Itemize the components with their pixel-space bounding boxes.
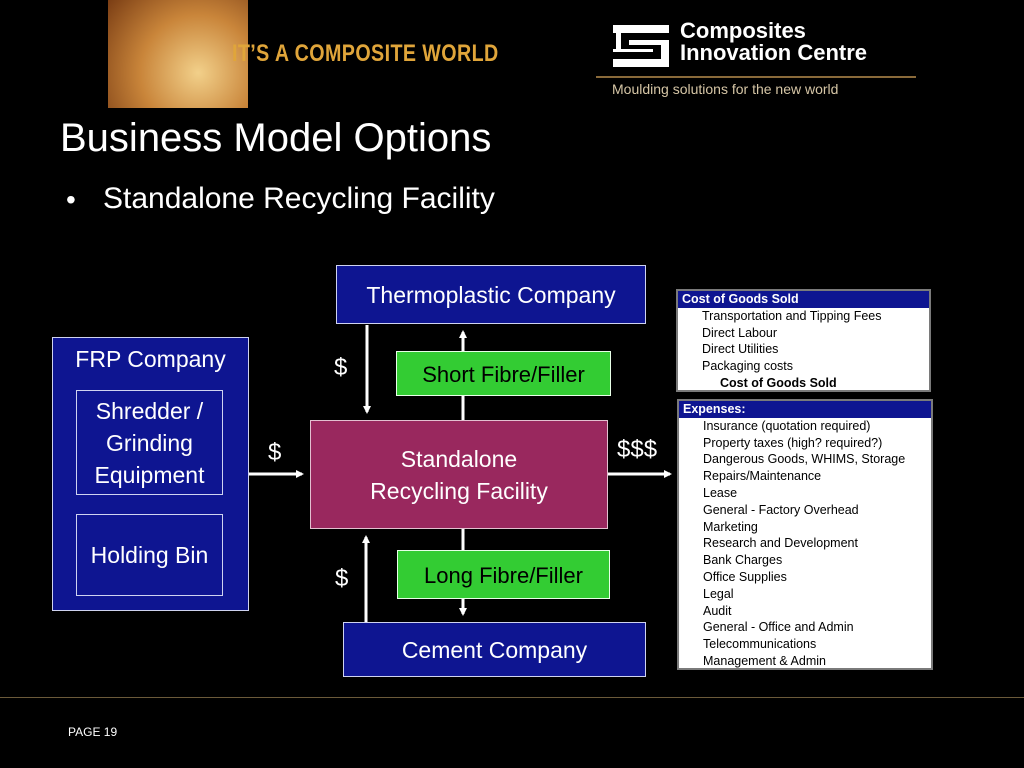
dollar-label-right: $$$ bbox=[617, 436, 658, 463]
expense-item: Telecommunications bbox=[703, 637, 817, 652]
expense-item: General - Office and Admin bbox=[703, 620, 854, 635]
logo-line-1: Composites bbox=[680, 18, 806, 43]
standalone-facility-box: Standalone Recycling Facility bbox=[310, 420, 608, 529]
expense-item: Legal bbox=[703, 586, 734, 601]
cogs-item: Direct Labour bbox=[702, 325, 778, 340]
slide-title: Business Model Options bbox=[60, 116, 492, 160]
header-banner: IT’S A COMPOSITE WORLD Composites Innova… bbox=[0, 0, 1024, 110]
expense-item: Dangerous Goods, WHIMS, Storage bbox=[703, 452, 906, 467]
header-tagline: IT’S A COMPOSITE WORLD bbox=[232, 40, 499, 67]
facility-label-1: Standalone bbox=[400, 445, 518, 472]
logo-line-2: Innovation Centre bbox=[680, 40, 868, 65]
dollar-label-top: $ bbox=[334, 354, 348, 381]
cogs-total: Cost of Goods Sold bbox=[720, 375, 837, 390]
bullet-icon: • bbox=[66, 184, 76, 215]
logo-divider bbox=[596, 76, 916, 78]
expense-item: Research and Development bbox=[703, 536, 858, 551]
holding-bin-box: Holding Bin bbox=[76, 514, 223, 596]
thermoplastic-company-box: Thermoplastic Company bbox=[336, 265, 646, 324]
expense-item: Audit bbox=[703, 603, 732, 618]
cogs-item: Direct Utilities bbox=[702, 342, 779, 357]
expense-item: Lease bbox=[703, 485, 738, 500]
cogs-item: Packaging costs bbox=[702, 359, 794, 374]
expense-item: Property taxes (high? required?) bbox=[703, 435, 883, 450]
expense-item: Bank Charges bbox=[703, 553, 783, 568]
logo-tagline: Moulding solutions for the new world bbox=[612, 81, 839, 97]
cost-of-goods-table: Cost of Goods Sold Transportation and Ti… bbox=[676, 289, 931, 392]
page-number: PAGE 19 bbox=[68, 725, 118, 739]
logo-wordmark: Composites Innovation Centre bbox=[680, 20, 867, 64]
expense-item: Repairs/Maintenance bbox=[703, 469, 822, 484]
expense-item: Management & Admin bbox=[703, 653, 826, 668]
slide-bullet: Standalone Recycling Facility bbox=[103, 182, 495, 215]
expenses-header: Expenses: bbox=[679, 401, 931, 418]
frp-company-box: FRP Company Shredder / Grinding Equipmen… bbox=[52, 337, 249, 611]
cogs-header: Cost of Goods Sold bbox=[678, 291, 929, 308]
expense-item: General - Factory Overhead bbox=[703, 502, 859, 517]
expenses-table: Expenses: Insurance (quotation required)… bbox=[677, 399, 933, 670]
shredder-label-3: Equipment bbox=[94, 461, 205, 488]
short-fibre-box: Short Fibre/Filler bbox=[396, 351, 611, 396]
footer-divider bbox=[0, 697, 1024, 698]
shredder-label-2: Grinding bbox=[106, 429, 193, 456]
planet-image bbox=[108, 0, 248, 108]
expense-item: Marketing bbox=[703, 519, 758, 534]
shredder-label-1: Shredder / bbox=[95, 397, 204, 424]
expense-item: Insurance (quotation required) bbox=[703, 418, 871, 433]
frp-company-label: FRP Company bbox=[75, 346, 226, 372]
cement-company-box: Cement Company bbox=[343, 622, 646, 677]
facility-label-2: Recycling Facility bbox=[370, 477, 548, 504]
dollar-label-left: $ bbox=[268, 439, 282, 466]
shredder-box: Shredder / Grinding Equipment bbox=[76, 390, 223, 495]
long-fibre-box: Long Fibre/Filler bbox=[397, 550, 610, 599]
dollar-label-bottom: $ bbox=[335, 565, 349, 592]
expense-item: Office Supplies bbox=[703, 569, 787, 584]
cic-logo-icon bbox=[613, 25, 669, 67]
cogs-item: Transportation and Tipping Fees bbox=[702, 308, 882, 323]
